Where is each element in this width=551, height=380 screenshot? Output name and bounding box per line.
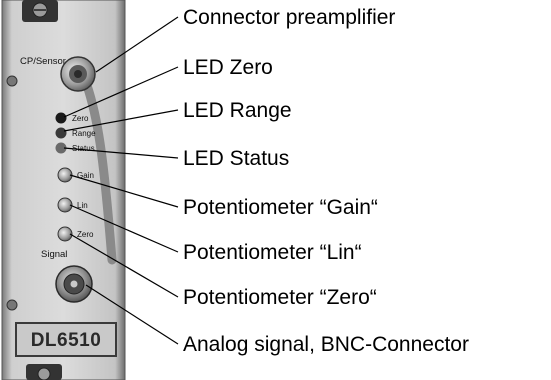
bnc-connector bbox=[56, 266, 92, 302]
callout-led-range: LED Range bbox=[183, 99, 292, 122]
callout-labels: Connector preamplifier LED Zero LED Rang… bbox=[183, 6, 469, 356]
potentiometer-zero bbox=[58, 227, 72, 241]
led-label-zero: Zero bbox=[72, 114, 89, 123]
callout-led-status: LED Status bbox=[183, 147, 289, 170]
potentiometer-lin bbox=[58, 198, 72, 212]
top-screw bbox=[22, 0, 58, 22]
model-plate: DL6510 bbox=[16, 323, 116, 356]
upper-panel-screw bbox=[7, 76, 17, 86]
pot-label-zero: Zero bbox=[77, 230, 94, 239]
callout-potentiometer-zero: Potentiometer “Zero“ bbox=[183, 286, 377, 309]
callout-potentiometer-lin: Potentiometer “Lin“ bbox=[183, 241, 362, 264]
callout-connector-preamplifier: Connector preamplifier bbox=[183, 6, 395, 29]
led-range bbox=[56, 128, 67, 139]
potentiometer-gain bbox=[58, 168, 72, 182]
panel-header-label: CP/Sensor bbox=[20, 56, 66, 67]
lower-panel-screw bbox=[7, 300, 17, 310]
signal-label: Signal bbox=[41, 249, 67, 260]
model-label: DL6510 bbox=[31, 330, 102, 351]
led-zero bbox=[56, 113, 67, 124]
bottom-screw bbox=[26, 364, 62, 380]
callout-led-zero: LED Zero bbox=[183, 56, 273, 79]
callout-analog-signal: Analog signal, BNC-Connector bbox=[183, 333, 469, 356]
callout-potentiometer-gain: Potentiometer “Gain“ bbox=[183, 196, 378, 219]
front-panel: CP/Sensor Zero Range Status Gain Lin Zer… bbox=[2, 0, 125, 380]
pot-label-gain: Gain bbox=[77, 171, 94, 180]
led-label-range: Range bbox=[72, 129, 96, 138]
